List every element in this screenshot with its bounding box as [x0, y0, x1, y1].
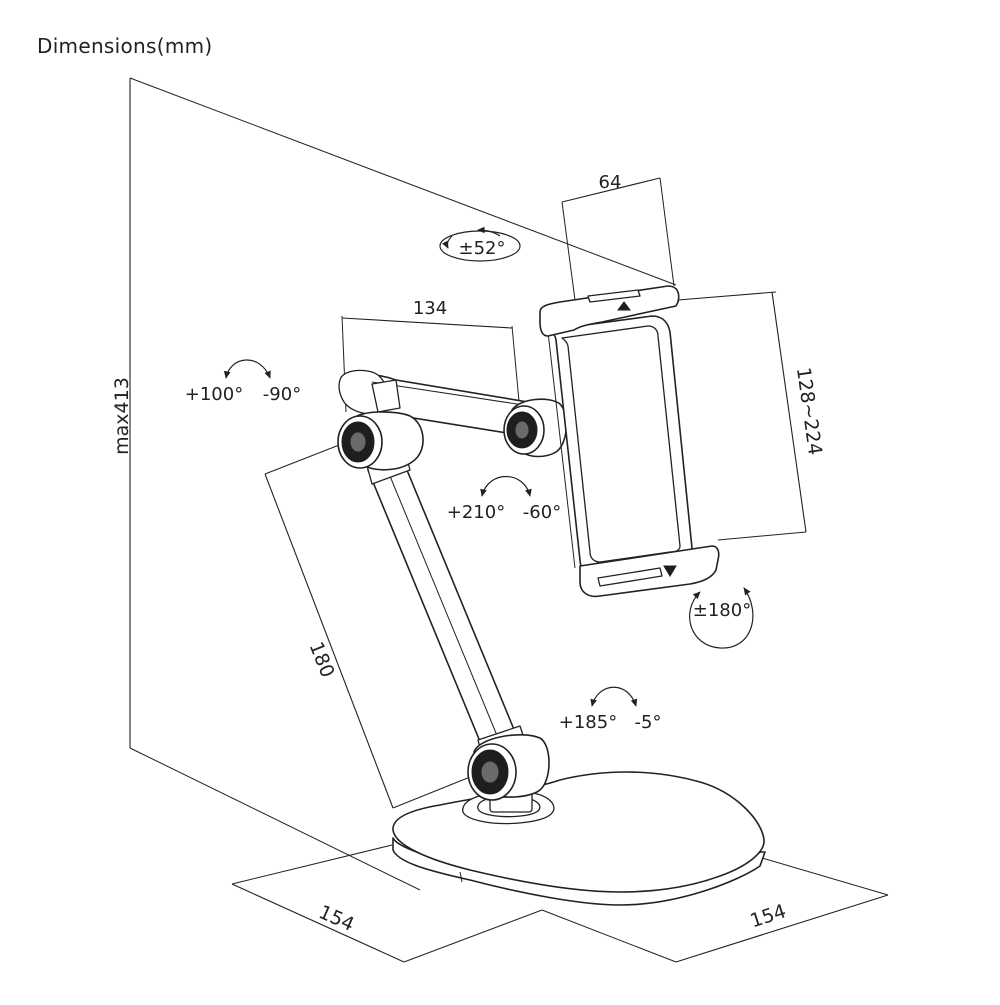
mid-joint-pos-label: +210°: [447, 502, 505, 523]
holder-rotate-label: ±180°: [693, 600, 751, 621]
base-joint: [467, 734, 550, 801]
upper-right-joint: [503, 398, 568, 458]
tablet-holder: [539, 285, 720, 598]
mid-joint-neg-label: -60°: [523, 502, 561, 523]
base-joint-arrow: [590, 686, 638, 707]
clamp-width-dimension: [561, 177, 675, 301]
tilt-label: ±52°: [459, 238, 506, 259]
base-width-label: 154: [748, 900, 789, 932]
upper-joint-neg-label: -90°: [263, 384, 301, 405]
base-joint-neg-label: -5°: [635, 712, 662, 733]
height-label: max413: [111, 377, 133, 455]
clamp-range-dimension: [677, 291, 807, 541]
base-depth-dimension: [231, 844, 543, 963]
height-dimension: [129, 77, 677, 891]
lower-arm: [365, 447, 529, 765]
base-joint-pos-label: +185°: [559, 712, 617, 733]
base-width-dimension: [541, 857, 889, 963]
clamp-width-label: 64: [599, 172, 622, 193]
upper-joint-arrow: [223, 359, 271, 379]
clamp-range-label: 128~224: [792, 366, 826, 457]
base-depth-label: 154: [315, 901, 357, 936]
upper-arm-label: 134: [413, 298, 447, 319]
tilt-arrow: [439, 226, 521, 262]
page-title: Dimensions(mm): [37, 34, 213, 58]
stand-base: [392, 771, 766, 906]
upper-joint-pos-label: +100°: [185, 384, 243, 405]
mid-joint-arrow: [480, 475, 532, 497]
holder-rotate-arrow: [689, 587, 754, 649]
upper-left-joint: [337, 411, 424, 471]
lower-arm-label: 180: [305, 639, 339, 681]
